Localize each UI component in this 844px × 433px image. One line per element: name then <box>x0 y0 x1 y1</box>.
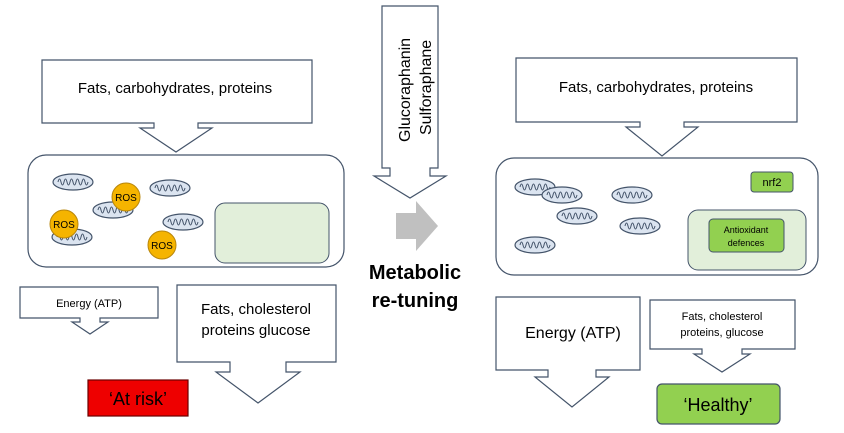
left-energy-label: Energy (ATP) <box>56 298 122 310</box>
mitochondrion <box>162 213 204 231</box>
right-output-line2: proteins, glucose <box>680 327 763 339</box>
svg-text:ROS: ROS <box>53 220 75 231</box>
left-input-label: Fats, carbohydrates, proteins <box>78 80 272 97</box>
antioxidant-line1: Antioxidant <box>724 225 769 235</box>
right-input-callout: Fats, carbohydrates, proteins <box>515 57 798 157</box>
mitochondrion <box>149 179 191 197</box>
left-output-callout: Fats, cholesterol proteins glucose <box>176 284 337 404</box>
process-label-line1: Metabolic <box>369 262 461 284</box>
right-input-label: Fats, carbohydrates, proteins <box>559 79 753 96</box>
compound-sulforaphane: Sulforaphane <box>418 40 435 135</box>
right-energy-callout: Energy (ATP) <box>495 296 641 408</box>
right-cell: nrf2 Antioxidant defences <box>495 157 819 276</box>
mitochondrion <box>619 217 661 235</box>
antioxidant-defences-box: Antioxidant defences <box>708 218 785 253</box>
right-energy-label: Energy (ATP) <box>525 325 621 342</box>
left-output-line2: proteins glucose <box>201 322 310 339</box>
left-cell: ROS ROS ROS <box>27 154 345 268</box>
mitochondrion <box>611 186 653 204</box>
svg-text:ROS: ROS <box>151 241 173 252</box>
nrf2-badge: nrf2 <box>750 171 794 193</box>
left-nucleus <box>214 202 330 264</box>
mitochondrion <box>514 236 556 254</box>
retuning-arrow <box>396 201 438 251</box>
left-input-callout: Fats, carbohydrates, proteins <box>41 59 313 153</box>
process-label-line2: re-tuning <box>372 290 459 312</box>
mitochondrion <box>556 207 598 225</box>
ros-particle: ROS <box>49 209 79 239</box>
status-healthy-label: ‘Healthy’ <box>683 395 752 415</box>
right-output-line1: Fats, cholesterol <box>682 311 763 323</box>
svg-text:ROS: ROS <box>115 193 137 204</box>
nrf2-label: nrf2 <box>763 177 782 189</box>
status-badge-healthy: ‘Healthy’ <box>656 383 781 425</box>
left-output-line1: Fats, cholesterol <box>201 301 311 318</box>
mitochondrion <box>541 186 583 204</box>
left-energy-callout: Energy (ATP) <box>19 286 159 335</box>
status-badge-at-risk: ‘At risk’ <box>87 379 189 417</box>
compound-glucoraphanin: Glucoraphanin <box>397 38 414 142</box>
mitochondrion <box>52 173 94 191</box>
right-output-callout: Fats, cholesterol proteins, glucose <box>649 299 796 373</box>
compound-callout: Glucoraphanin Sulforaphane <box>371 5 449 199</box>
antioxidant-line2: defences <box>728 238 765 248</box>
ros-particle: ROS <box>147 230 177 260</box>
ros-particle: ROS <box>111 182 141 212</box>
status-at-risk-label: ‘At risk’ <box>109 389 167 409</box>
